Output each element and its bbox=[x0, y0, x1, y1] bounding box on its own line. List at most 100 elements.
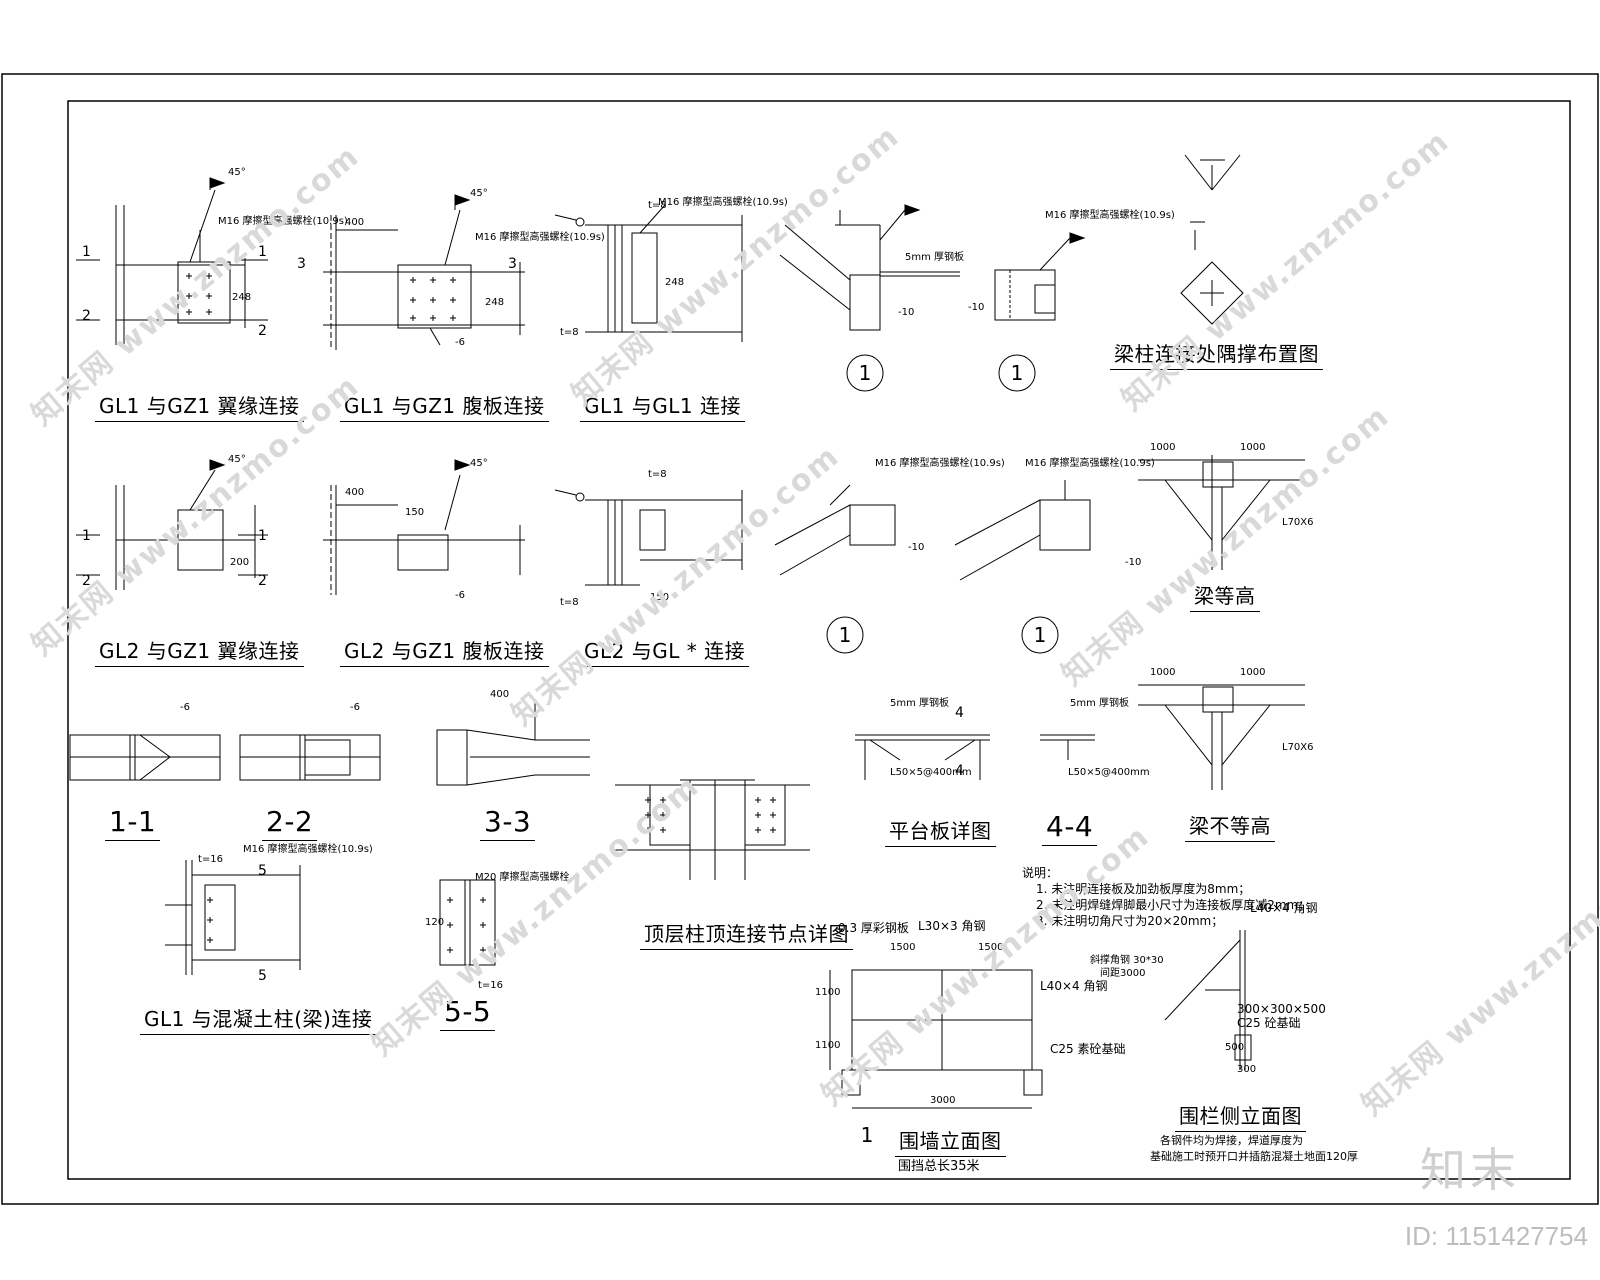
circle-label-3: 1 bbox=[839, 623, 852, 647]
callout-bolt-3: M16 摩擦型高强螺栓(10.9s) bbox=[658, 195, 788, 208]
weld-t8-c: t=8 bbox=[648, 469, 667, 480]
circle-mark-3 bbox=[826, 616, 864, 654]
sec-mark-1b: 1 bbox=[258, 244, 267, 260]
weld-45-d: 45° bbox=[470, 458, 488, 469]
dim-150-a: 150 bbox=[405, 507, 424, 518]
dim-248-c: 248 bbox=[665, 277, 684, 288]
title-fence-elevation: 围墙立面图 bbox=[895, 1125, 1006, 1157]
subtitle-weld-note: 各钢件均为焊接，焊道厚度为 bbox=[1160, 1134, 1303, 1147]
section-5-5 bbox=[439, 879, 496, 966]
callout-angle-2: L50×5@400mm bbox=[1068, 767, 1150, 778]
dim-500: 500 bbox=[1225, 1042, 1244, 1053]
circle-label-2: 1 bbox=[1011, 361, 1024, 385]
callout-sheet: 0.3 厚彩钢板 bbox=[838, 921, 909, 935]
circle-mark-1 bbox=[846, 354, 884, 392]
callout-minus6-b: -6 bbox=[455, 590, 465, 601]
detail-gl1-gz1-flange bbox=[76, 177, 268, 345]
dim-1100-a: 1100 bbox=[815, 987, 840, 998]
sec-mark-4b: 4 bbox=[955, 763, 964, 779]
outer-border bbox=[1, 73, 1599, 1205]
section-4-4 bbox=[1040, 734, 1095, 760]
dim-150-b: 150 bbox=[650, 592, 669, 603]
title-gl1-gz1-flange: GL1 与GZ1 翼缘连接 bbox=[95, 390, 304, 422]
callout-minus10-c: -10 bbox=[908, 542, 924, 553]
detail-plate-1 bbox=[994, 232, 1086, 321]
callout-c25-a: C25 素砼基础 bbox=[1050, 1042, 1125, 1056]
dim-400-b: 400 bbox=[345, 487, 364, 498]
dim-1500-a: 1500 bbox=[890, 942, 915, 953]
sec-mark-2b: 2 bbox=[258, 323, 267, 339]
detail-gl2-gz1-web bbox=[323, 459, 525, 595]
title-unequal-height: 梁不等高 bbox=[1185, 810, 1275, 842]
callout-minus6-a: -6 bbox=[455, 337, 465, 348]
notes-header: 说明： bbox=[1022, 866, 1059, 880]
title-equal-height: 梁等高 bbox=[1190, 580, 1260, 612]
detail-gl2-gl bbox=[554, 489, 743, 586]
callout-minus6-d: -6 bbox=[350, 702, 360, 713]
callout-c25-b: C25 砼基础 bbox=[1237, 1016, 1300, 1030]
section-marks: 1 2 1 2 3 3 1 2 1 2 4 4 5 5 bbox=[82, 244, 964, 984]
dim-1000-d: 1000 bbox=[1240, 667, 1265, 678]
title-fence-side: 围栏侧立面图 bbox=[1175, 1100, 1306, 1132]
callout-spacing: 间距3000 bbox=[1100, 966, 1145, 979]
callout-minus10-d: -10 bbox=[1125, 557, 1141, 568]
callout-bolt-5: M16 摩擦型高强螺栓(10.9s) bbox=[875, 456, 1005, 469]
brand-logo: 知末 bbox=[1420, 1143, 1520, 1197]
detail-gl1-gl1 bbox=[554, 204, 743, 342]
dim-248-a: 248 bbox=[232, 292, 251, 303]
sec-mark-3a: 3 bbox=[297, 256, 306, 272]
circle-mark-4 bbox=[1021, 616, 1059, 654]
section-1-1 bbox=[69, 734, 221, 781]
image-id: ID: 1151427754 bbox=[1404, 1221, 1588, 1251]
detail-column-top bbox=[615, 779, 810, 880]
title-gl2-gz1-web: GL2 与GZ1 腹板连接 bbox=[340, 635, 549, 667]
title-section-3-3: 3-3 bbox=[480, 805, 536, 841]
detail-brace-layout bbox=[1180, 154, 1244, 325]
section-2-2 bbox=[239, 734, 381, 781]
title-section-4-4: 4-4 bbox=[1042, 810, 1098, 846]
callout-found-size: 300×300×500 bbox=[1237, 1002, 1326, 1016]
detail-knee-brace-unequal bbox=[1138, 684, 1305, 790]
sec-mark-1a: 1 bbox=[82, 244, 91, 260]
weld-t8-d: t=8 bbox=[560, 597, 579, 608]
title-brace-layout: 梁柱连接处隅撑布置图 bbox=[1110, 338, 1323, 370]
dim-3000: 3000 bbox=[930, 1095, 955, 1106]
detail-angled-beam-2 bbox=[774, 484, 896, 576]
callout-bolt-7: M16 摩擦型高强螺栓(10.9s) bbox=[243, 842, 373, 855]
detail-knee-brace-equal bbox=[1138, 455, 1305, 570]
dim-1100-b: 1100 bbox=[815, 1040, 840, 1051]
detail-angled-beam-1 bbox=[779, 204, 960, 331]
sec-mark-5b: 5 bbox=[258, 968, 267, 984]
callout-bolt-4: M16 摩擦型高强螺栓(10.9s) bbox=[1045, 208, 1175, 221]
title-gl2-gl: GL2 与GL * 连接 bbox=[580, 635, 750, 667]
weld-45-c: 45° bbox=[228, 454, 246, 465]
note-3: 3. 未注明切角尺寸为20×20mm； bbox=[1036, 914, 1224, 928]
weld-t8-a: t=8 bbox=[648, 200, 667, 211]
fence-elevation bbox=[829, 969, 1043, 1109]
callout-minus10-a: -10 bbox=[898, 307, 914, 318]
title-platform-plate: 平台板详图 bbox=[885, 815, 996, 847]
sec-mark-1c: 1 bbox=[82, 528, 91, 544]
circle-mark-2 bbox=[998, 354, 1036, 392]
callout-l30: L30×3 角钢 bbox=[918, 919, 985, 933]
sec-mark-5a: 5 bbox=[258, 863, 267, 879]
callout-bolt-6: M16 摩擦型高强螺栓(10.9s) bbox=[1025, 456, 1155, 469]
title-gl1-gl1: GL1 与GL1 连接 bbox=[580, 390, 745, 422]
callout-brace: 斜撑角钢 30*30 bbox=[1090, 953, 1164, 966]
weld-45-b: 45° bbox=[470, 188, 488, 199]
detail-gl1-concrete bbox=[165, 860, 301, 975]
bolt-marks bbox=[186, 273, 776, 953]
circle-mark-labels: 1 1 1 1 1 bbox=[839, 361, 1047, 1147]
weld-t16-a: t=16 bbox=[198, 854, 223, 865]
callout-minus10-b: -10 bbox=[968, 302, 984, 313]
detail-gl2-gz1-flange bbox=[76, 459, 268, 590]
weld-t16-b: t=16 bbox=[478, 980, 503, 991]
dim-1000-a: 1000 bbox=[1150, 442, 1175, 453]
sec-mark-4a: 4 bbox=[955, 705, 964, 721]
callout-angle-3: L70X6 bbox=[1282, 517, 1314, 528]
fence-side-elevation bbox=[1164, 930, 1252, 1070]
callout-plate-3: 5mm 厚钢板 bbox=[1070, 696, 1129, 709]
dim-400-c: 400 bbox=[490, 689, 509, 700]
callout-minus6-c: -6 bbox=[180, 702, 190, 713]
